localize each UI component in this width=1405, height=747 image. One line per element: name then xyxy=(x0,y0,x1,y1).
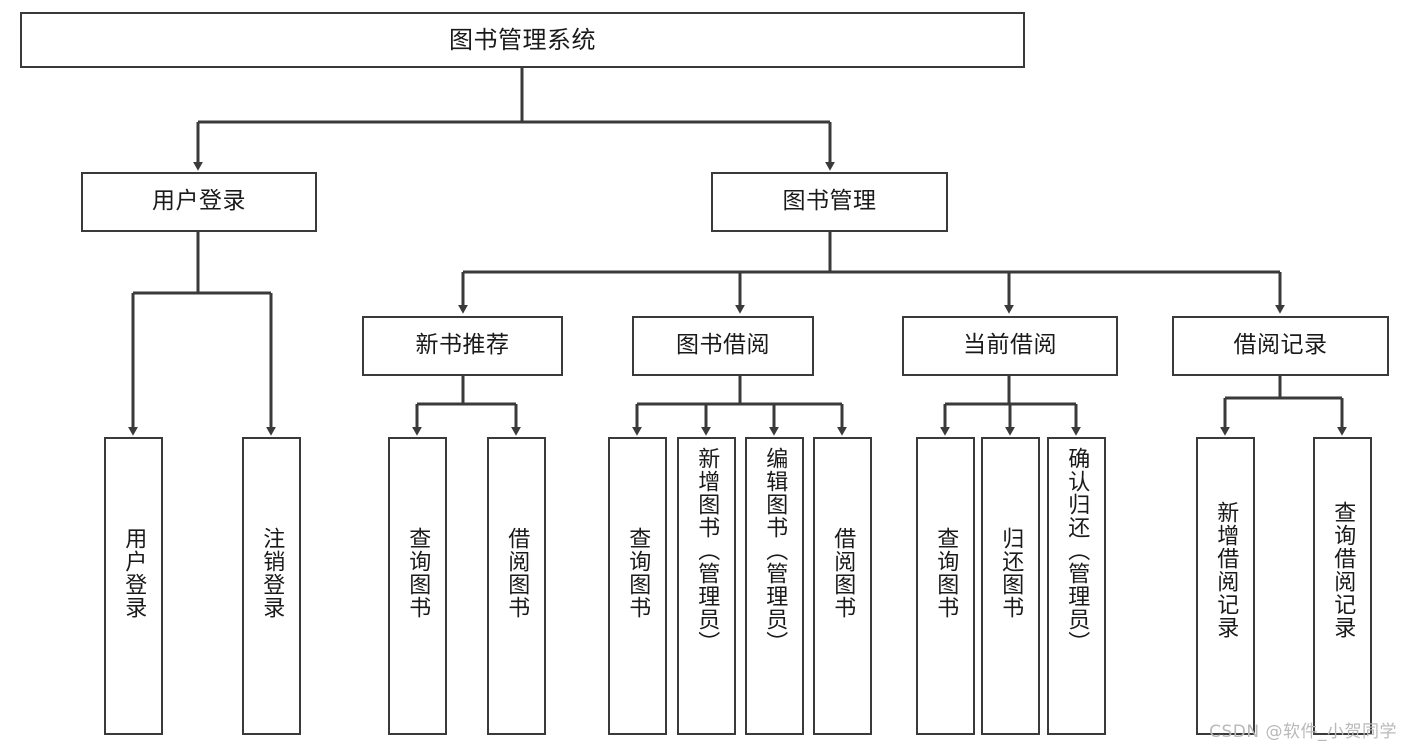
leaf-label: 注销登录 xyxy=(259,527,285,619)
leaf-current-borrow-2[interactable]: 归还图书 xyxy=(981,437,1040,735)
leaf-label: 查询借阅记录 xyxy=(1330,501,1356,639)
node-new-book-recommend[interactable]: 新书推荐 xyxy=(362,316,563,376)
leaf-user-login-2[interactable]: 注销登录 xyxy=(242,437,301,735)
leaf-new-book-recommend-2[interactable]: 借阅图书 xyxy=(487,437,546,735)
leaf-new-book-recommend-1[interactable]: 查询图书 xyxy=(388,437,447,735)
leaf-book-borrow-3[interactable]: 编辑图书（管理员） xyxy=(745,437,804,735)
node-label: 当前借阅 xyxy=(963,332,1057,359)
node-label: 图书管理系统 xyxy=(449,25,596,54)
node-borrow-record[interactable]: 借阅记录 xyxy=(1172,316,1389,376)
leaf-label: 查询图书 xyxy=(933,527,959,619)
node-book-borrow[interactable]: 图书借阅 xyxy=(632,316,814,376)
leaf-current-borrow-1[interactable]: 查询图书 xyxy=(916,437,975,735)
leaf-book-borrow-4[interactable]: 借阅图书 xyxy=(813,437,872,735)
node-label: 图书借阅 xyxy=(676,332,770,359)
leaf-user-login-1[interactable]: 用户登录 xyxy=(104,437,163,735)
leaf-label: 归还图书 xyxy=(998,527,1024,619)
leaf-label: 新增图书（管理员） xyxy=(694,447,720,654)
node-root-book-management-system[interactable]: 图书管理系统 xyxy=(20,12,1025,68)
leaf-book-borrow-1[interactable]: 查询图书 xyxy=(608,437,667,735)
csdn-watermark: CSDN @软件_小贺同学 xyxy=(1209,722,1397,742)
leaf-label: 确认归还（管理员） xyxy=(1064,447,1090,654)
leaf-label: 查询图书 xyxy=(625,527,651,619)
leaf-current-borrow-3[interactable]: 确认归还（管理员） xyxy=(1047,437,1106,735)
leaf-label: 查询图书 xyxy=(405,527,431,619)
leaf-book-borrow-2[interactable]: 新增图书（管理员） xyxy=(677,437,736,735)
node-label: 新书推荐 xyxy=(415,332,510,359)
node-label: 图书管理 xyxy=(782,188,877,215)
node-current-borrow[interactable]: 当前借阅 xyxy=(902,316,1118,376)
node-label: 借阅记录 xyxy=(1233,332,1328,359)
node-book-management[interactable]: 图书管理 xyxy=(711,172,948,232)
leaf-borrow-record-1[interactable]: 新增借阅记录 xyxy=(1196,437,1255,735)
leaf-label: 编辑图书（管理员） xyxy=(762,447,788,654)
node-user-login[interactable]: 用户登录 xyxy=(81,172,317,232)
node-label: 用户登录 xyxy=(152,188,246,215)
leaf-label: 借阅图书 xyxy=(830,527,856,619)
leaf-borrow-record-2[interactable]: 查询借阅记录 xyxy=(1313,437,1372,735)
leaf-label: 用户登录 xyxy=(121,527,147,619)
leaf-label: 新增借阅记录 xyxy=(1213,501,1239,639)
leaf-label: 借阅图书 xyxy=(504,527,530,619)
